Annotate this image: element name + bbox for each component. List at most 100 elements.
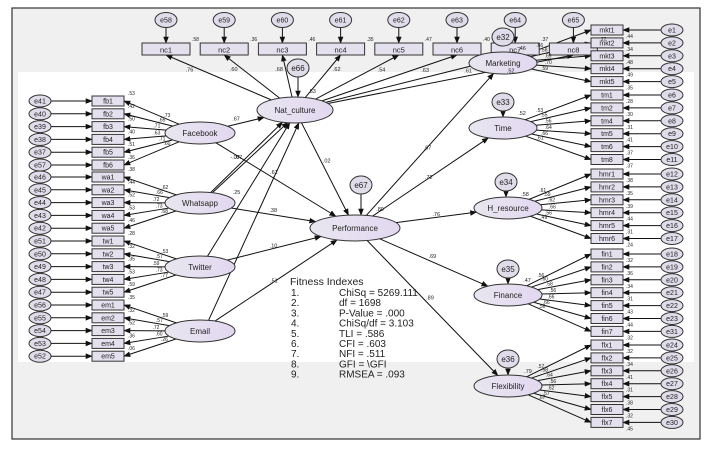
indicator-label-wa3: wa3 (101, 200, 115, 207)
loading-label-mkt5: .59 (541, 66, 548, 72)
r-squared-hmr4: .44 (626, 217, 633, 223)
path-coef-twitter-to-performance: .10 (270, 244, 278, 250)
error-label-e4: e4 (668, 66, 676, 73)
r-squared-fin5: .43 (626, 310, 633, 316)
error-label-e13: e13 (666, 184, 678, 191)
latent-label-flexibility: Flexibility (492, 382, 525, 391)
error-label-e10: e10 (666, 144, 678, 151)
r-squared-tw5: .59 (128, 282, 135, 288)
indicator-label-nc4: nc4 (335, 46, 347, 55)
r-squared-fb2: .42 (128, 104, 135, 110)
error-label-e49: e49 (34, 264, 46, 271)
r-squared-fb3: .50 (128, 117, 135, 123)
loading-label-tw5: .77 (161, 273, 168, 279)
error-label-e63: e63 (451, 18, 463, 25)
error-label-e43: e43 (34, 213, 46, 220)
indicator-label-nc6: nc6 (451, 46, 463, 55)
path-coef-whatsapp-to-nat_culture: .07 (235, 155, 243, 161)
error-label-e9: e9 (668, 131, 676, 138)
error-label-e61: e61 (335, 18, 347, 25)
error-label-e58: e58 (160, 18, 172, 25)
r-squared-wa2: .44 (128, 180, 135, 186)
r-squared-em1: .35 (128, 295, 135, 301)
path-coef-performance-to-h_resource: .76 (432, 212, 440, 218)
indicator-label-tm1: tm1 (601, 93, 613, 100)
r-squared-fin3: .34 (626, 284, 633, 290)
r-squared-tw1: .28 (128, 231, 135, 237)
r-squared-nc2: .36 (250, 37, 257, 43)
loading-label-flx7: .67 (539, 395, 546, 401)
error-label-e17: e17 (666, 236, 678, 243)
loading-label-nc6: .63 (421, 68, 429, 74)
indicator-label-flx1: flx1 (602, 343, 613, 350)
loading-label-fin4: .56 (549, 288, 556, 294)
loading-label-flx4: .56 (549, 379, 556, 385)
indicator-label-hmr3: hmr3 (599, 197, 615, 204)
loading-label-nc8: .52 (507, 69, 515, 75)
loading-label-nc1: .76 (186, 68, 194, 74)
path-coef-performance-to-marketing: .67 (424, 146, 432, 152)
r-squared-hmr3: .39 (626, 204, 633, 210)
r-squared-nc3: .46 (308, 37, 315, 43)
latent-label-nat-culture: Nat_culture (275, 106, 316, 115)
r-squared-hmr5: .31 (626, 230, 633, 236)
r-squared-flx5: .38 (626, 401, 633, 407)
r-squared-mkt2: .34 (626, 47, 633, 53)
r-squared-flx4: .31 (626, 388, 633, 394)
r-squared-tm4: .31 (626, 125, 633, 131)
r-squared-fin2: .36 (626, 271, 633, 277)
error-label-e31: e31 (666, 329, 678, 336)
loading-label-mkt3: .69 (545, 53, 552, 59)
path-coef-facebook-to-nat_culture: .67 (232, 116, 240, 122)
indicator-label-fin6: fin6 (601, 316, 612, 323)
error-label-e45: e45 (34, 187, 46, 194)
loading-label-tw2: .57 (156, 254, 163, 260)
indicator-label-hmr5: hmr5 (599, 223, 615, 230)
r-squared-hmr1: .38 (626, 178, 633, 184)
error-label-e60: e60 (277, 18, 289, 25)
indicator-label-wa4: wa4 (101, 213, 115, 220)
loading-label-tm4: .56 (545, 118, 552, 124)
loading-label-fb3: .71 (153, 123, 160, 129)
loading-label-em5: .26 (161, 337, 168, 343)
r-squared-em3: .52 (128, 321, 135, 327)
r-squared-wa3: .52 (128, 193, 135, 199)
indicator-label-wa1: wa1 (101, 175, 115, 182)
indicator-label-fb2: fb2 (103, 111, 113, 118)
indicator-label-fin3: fin3 (601, 277, 612, 284)
loading-label-nc3: .68 (275, 67, 283, 73)
error-label-e29: e29 (666, 407, 678, 414)
indicator-label-fb1: fb1 (103, 99, 113, 106)
latent-label-twitter: Twitter (188, 263, 212, 272)
path-coef-performance-to-flexibility: .89 (426, 295, 434, 301)
indicator-label-hmr4: hmr4 (599, 210, 615, 217)
latent-label-performance: Performance (332, 224, 378, 233)
r-squared-mkt3: .48 (626, 60, 633, 66)
indicator-label-mkt5: mkt5 (599, 79, 614, 86)
r-squared-flexibility: .79 (524, 369, 532, 375)
indicator-label-hmr6: hmr6 (599, 236, 615, 243)
indicator-label-tw1: tw1 (103, 239, 114, 246)
error-label-e21: e21 (666, 290, 678, 297)
latent-label-time: Time (494, 124, 512, 133)
indicator-label-tm4: tm4 (601, 118, 613, 125)
error-label-e2: e2 (668, 40, 676, 47)
indicator-label-tm8: tm8 (601, 157, 613, 164)
r-squared-fb6: .36 (128, 155, 135, 161)
indicator-label-flx6: flx6 (602, 407, 613, 414)
error-label-e22: e22 (666, 303, 678, 310)
indicator-label-fb5: fb5 (103, 150, 113, 157)
error-label-e65: e65 (568, 18, 580, 25)
indicator-label-mkt3: mkt3 (599, 53, 614, 60)
loading-label-nc7: .61 (464, 68, 472, 74)
indicator-label-em2: em2 (101, 315, 115, 322)
r-squared-marketing: .46 (518, 46, 526, 52)
r-squared-tw2: .32 (128, 244, 135, 250)
indicator-label-mkt1: mkt1 (599, 28, 614, 35)
indicator-label-nc3: nc3 (276, 46, 288, 55)
r-squared-fin6: .44 (626, 323, 633, 329)
error-label-e48: e48 (34, 277, 46, 284)
error-label-e25: e25 (666, 355, 678, 362)
indicator-label-fin4: fin4 (601, 290, 612, 297)
